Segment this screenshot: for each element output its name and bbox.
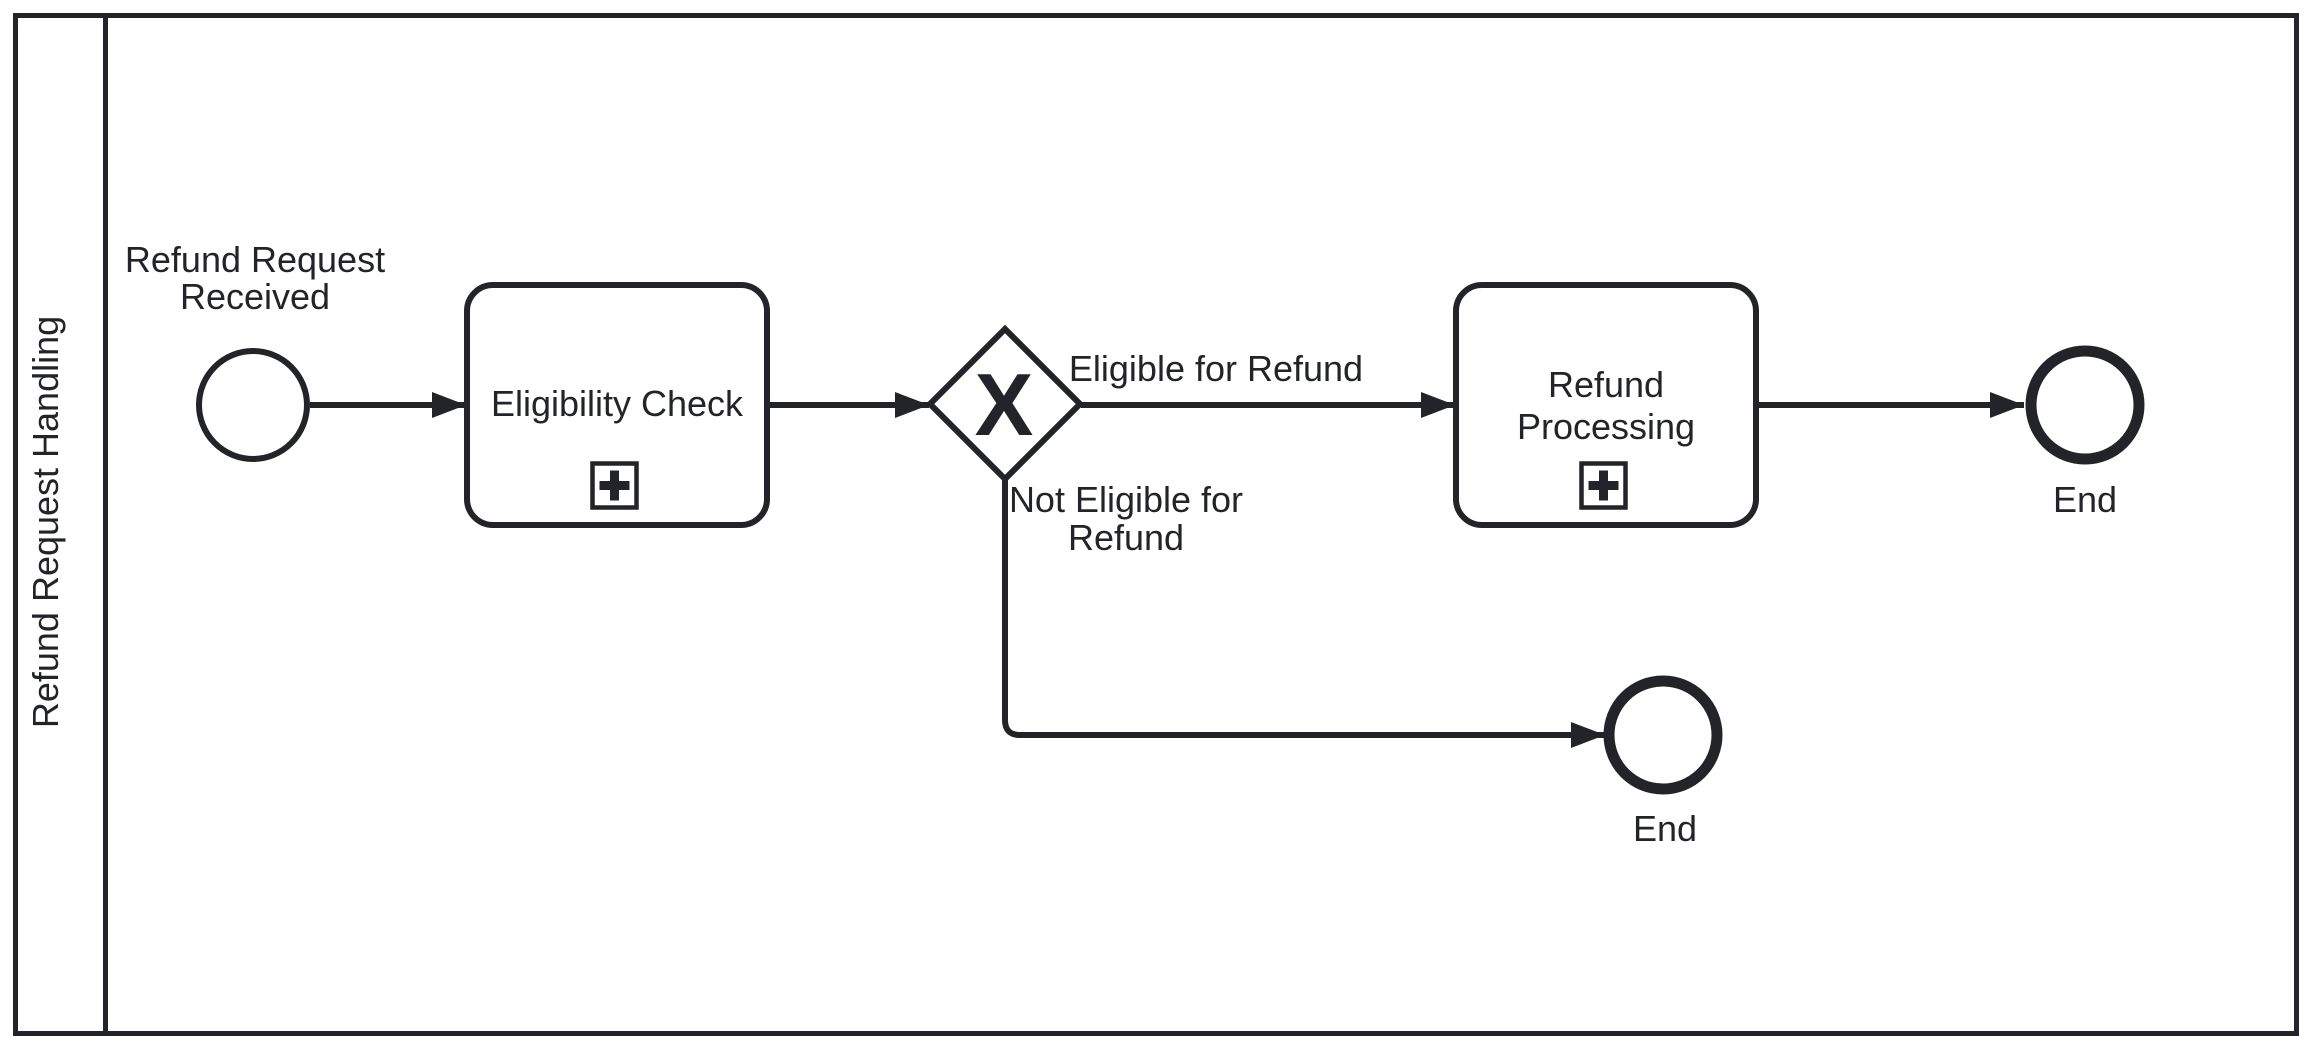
task-eligibility-check-label: Eligibility Check (491, 383, 744, 424)
start-event-label: Refund Request Received (125, 239, 385, 317)
subprocess-plus-icon (1579, 461, 1628, 510)
flow-label-eligible: Eligible for Refund (1069, 348, 1363, 389)
sequence-flows: Eligible for Refund Not Eligible for Ref… (310, 348, 2024, 748)
pool-border[interactable] (13, 13, 2299, 1036)
flow-label-not-eligible: Not Eligible for Refund (1009, 479, 1243, 558)
start-event: Refund Request Received (125, 239, 385, 462)
task-refund-processing-label: Refund Processing (1517, 364, 1695, 447)
lane-label: Refund Request Handling (25, 316, 66, 728)
subprocess-plus-icon (590, 461, 639, 510)
svg-text:Refund: Refund (1068, 517, 1184, 558)
task-eligibility-check: Eligibility Check (464, 282, 770, 528)
pool-refund-request-handling: Refund Request Handling (13, 13, 2299, 1036)
start-event-circle[interactable] (196, 348, 310, 462)
exclusive-gateway: X (925, 324, 1085, 484)
svg-text:Refund Request: Refund Request (125, 239, 385, 280)
end-event-not-eligible-circle[interactable] (1603, 675, 1723, 795)
flow-gateway-to-end-not-eligible[interactable] (1002, 480, 1605, 748)
end-event-not-eligible: End (1603, 675, 1723, 849)
svg-text:Received: Received (180, 276, 330, 317)
end-event-main-label: End (2053, 479, 2117, 520)
task-refund-processing: Refund Processing (1453, 282, 1759, 528)
task-eligibility-check-box[interactable] (464, 282, 770, 528)
svg-text:Not Eligible for: Not Eligible for (1009, 479, 1243, 520)
exclusive-gateway-x-icon: X (975, 355, 1034, 454)
task-refund-processing-box[interactable] (1453, 282, 1759, 528)
end-event-main-circle[interactable] (2025, 345, 2145, 465)
svg-text:Processing: Processing (1517, 406, 1695, 447)
end-event-not-eligible-label: End (1633, 808, 1697, 849)
exclusive-gateway-diamond[interactable] (925, 324, 1085, 484)
end-event-main: End (2025, 345, 2145, 520)
svg-text:Refund: Refund (1548, 364, 1664, 405)
